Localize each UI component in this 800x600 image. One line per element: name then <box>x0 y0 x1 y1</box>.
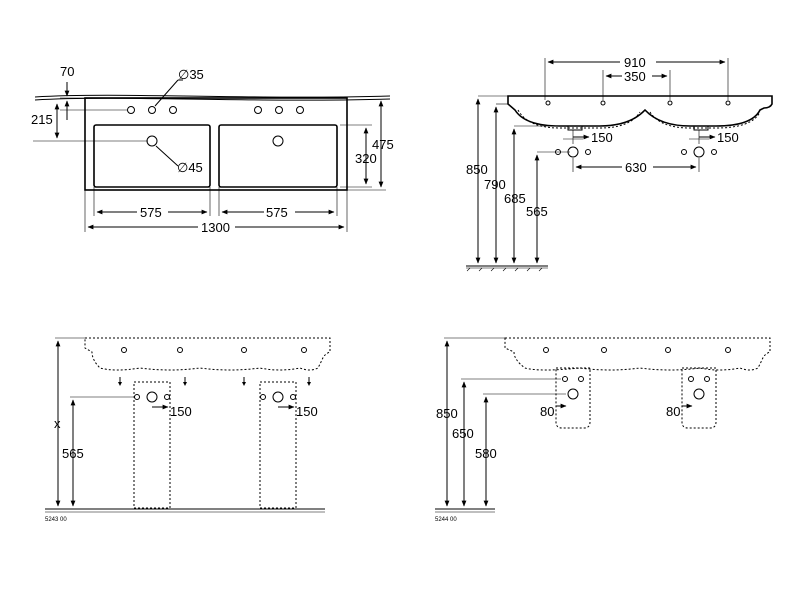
dim-a-waste-left: 150 <box>170 404 192 419</box>
waste-connection-right <box>681 130 717 158</box>
dim-a-h565: 565 <box>62 446 84 461</box>
waste-connection-left <box>555 130 591 158</box>
dim-b-h580: 580 <box>475 446 497 461</box>
waste-b-left <box>562 376 584 400</box>
top-view: 70 215 ∅35 ∅45 320 475 575 575 1 <box>31 64 394 235</box>
dim-waste-spacing: 630 <box>625 160 647 175</box>
dim-b-h850: 850 <box>436 406 458 421</box>
basin-dashed-outline <box>84 337 331 371</box>
dim-inner: 350 <box>624 69 646 84</box>
dim-bowl-left: 575 <box>140 205 162 220</box>
dim-b-right-80: 80 <box>666 404 680 419</box>
wall-line <box>34 94 391 98</box>
dim-waste-right: 150 <box>717 130 739 145</box>
dim-h685: 685 <box>504 191 526 206</box>
tap-holes-right <box>254 106 304 114</box>
dim-h850: 850 <box>466 162 488 177</box>
waste-a-right <box>260 391 296 403</box>
basin-outline <box>84 97 348 191</box>
pedestal-right <box>259 381 297 509</box>
tap-holes-left <box>127 106 177 114</box>
waste-hole-right <box>272 135 284 147</box>
leader-tap <box>154 79 179 107</box>
dim-bowl-depth: 320 <box>355 151 377 166</box>
bowl-right <box>218 124 338 188</box>
front-view: 910 350 850 790 685 565 <box>466 55 773 272</box>
siphon-cover-left <box>555 367 591 429</box>
dim-b-h650: 650 <box>452 426 474 441</box>
dim-total-depth: 475 <box>372 137 394 152</box>
dim-tap-hole: ∅35 <box>178 67 204 82</box>
dim-h790: 790 <box>484 177 506 192</box>
waste-a-left <box>134 391 170 403</box>
pedestal-left <box>133 381 171 509</box>
dim-waste-left: 150 <box>591 130 613 145</box>
wall-line-2 <box>34 97 391 101</box>
dim-depth-tap: 215 <box>31 112 53 127</box>
dim-overflow: 70 <box>60 64 74 79</box>
install-view-a: 150 150 x 565 5243 00 <box>45 337 331 523</box>
install-view-b: 80 80 850 650 580 5244 00 <box>435 337 771 523</box>
dim-h565: 565 <box>526 204 548 219</box>
drawing-code-b: 5244 00 <box>435 517 457 523</box>
drawing-code-a: 5243 00 <box>45 517 67 523</box>
dim-x: x <box>54 416 61 431</box>
dim-bowl-right: 575 <box>266 205 288 220</box>
leader-waste <box>155 145 179 167</box>
basin-b-dashed-outline <box>504 337 771 371</box>
dim-waste: ∅45 <box>177 160 203 175</box>
bowl-left <box>93 124 211 188</box>
front-profile <box>507 95 773 127</box>
waste-b-right <box>688 376 710 400</box>
dim-b-left-80: 80 <box>540 404 554 419</box>
waste-hole-left <box>146 135 158 147</box>
siphon-cover-right <box>681 367 717 429</box>
dim-outer: 910 <box>624 55 646 70</box>
dim-a-waste-right: 150 <box>296 404 318 419</box>
dim-total-width: 1300 <box>201 220 230 235</box>
